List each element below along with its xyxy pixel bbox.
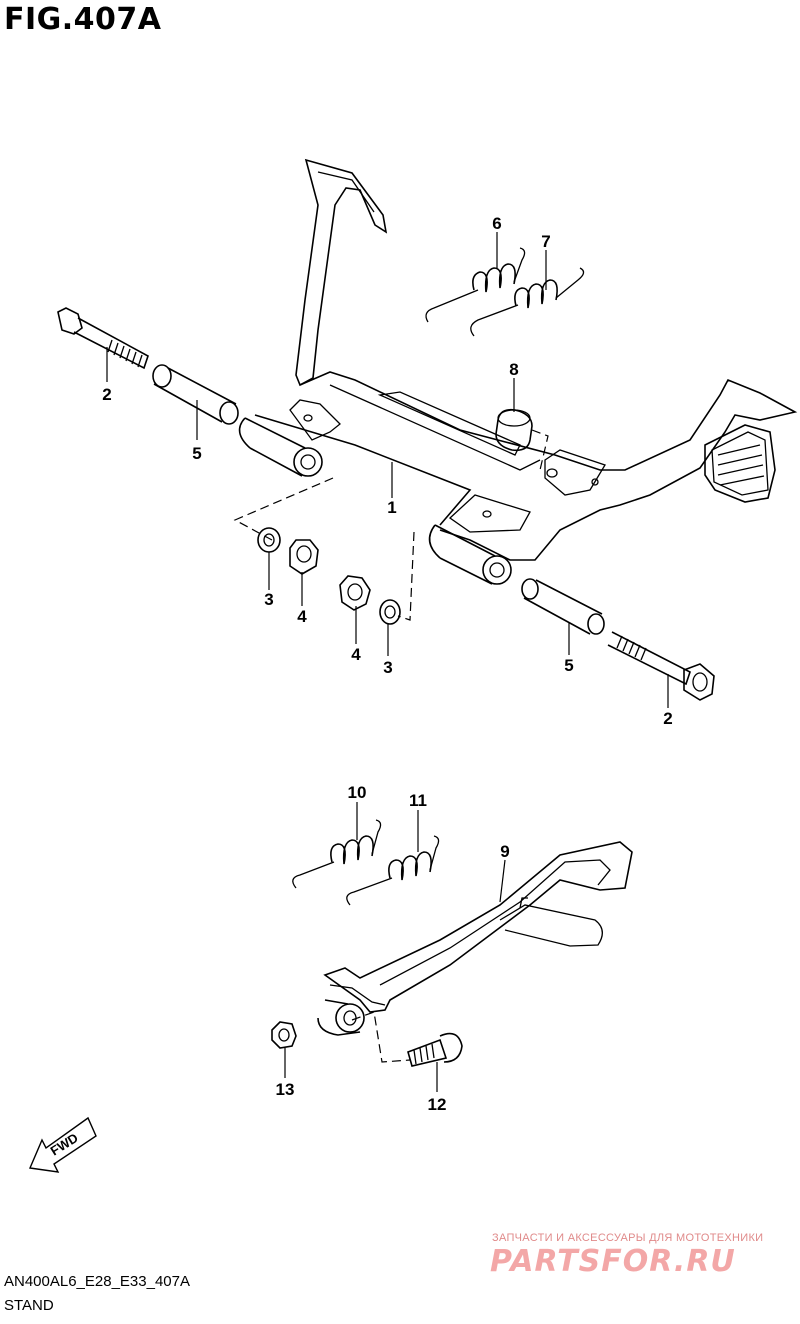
nut-part-4-right[interactable] bbox=[339, 575, 371, 611]
callout-12: 12 bbox=[428, 1095, 447, 1114]
callout-6: 6 bbox=[492, 214, 501, 233]
collar-part-5-right[interactable] bbox=[521, 578, 605, 635]
callout-5-right: 5 bbox=[564, 656, 573, 675]
collar-part-5-left[interactable] bbox=[152, 364, 239, 425]
callout-8: 8 bbox=[509, 360, 518, 379]
callout-5-left: 5 bbox=[192, 444, 201, 463]
spring-part-10[interactable] bbox=[292, 819, 382, 889]
forward-arrow-icon: FWD bbox=[28, 1116, 97, 1173]
callout-9: 9 bbox=[500, 842, 509, 861]
callout-1: 1 bbox=[387, 498, 396, 517]
callout-4-right: 4 bbox=[351, 645, 361, 664]
washer-part-3-right[interactable] bbox=[379, 599, 401, 625]
assembly-line-left bbox=[233, 477, 334, 541]
pivot-bolt-part-12[interactable] bbox=[407, 1032, 463, 1067]
figure-title: FIG.407A bbox=[4, 2, 162, 37]
washer-part-3-left[interactable] bbox=[257, 527, 281, 553]
callout-13: 13 bbox=[276, 1080, 295, 1099]
watermark-tagline: ЗАПЧАСТИ И АКСЕССУАРЫ ДЛЯ МОТОТЕХНИКИ bbox=[492, 1232, 764, 1244]
spring-part-6[interactable] bbox=[425, 247, 526, 323]
spring-part-11[interactable] bbox=[346, 835, 440, 906]
leader-lines bbox=[106, 232, 669, 1092]
assembly-line-right bbox=[397, 531, 415, 621]
bolt-part-2-right[interactable] bbox=[607, 631, 715, 701]
callout-3-left: 3 bbox=[264, 590, 273, 609]
callout-4-left: 4 bbox=[297, 607, 307, 626]
side-stand-part[interactable] bbox=[317, 841, 633, 1036]
assembly-line-bolt bbox=[351, 1011, 411, 1063]
callout-10: 10 bbox=[348, 783, 367, 802]
watermark-logo: PARTSFOR.RU bbox=[490, 1244, 736, 1279]
callout-2-right: 2 bbox=[663, 709, 672, 728]
spring-part-7[interactable] bbox=[470, 267, 585, 337]
nut-part-13[interactable] bbox=[271, 1021, 297, 1049]
assembly-line-stopper bbox=[531, 429, 549, 471]
callout-3-right: 3 bbox=[383, 658, 392, 677]
bolt-part-2-left[interactable] bbox=[57, 307, 149, 370]
callout-11: 11 bbox=[409, 791, 427, 810]
callout-2-left: 2 bbox=[102, 385, 111, 404]
nut-part-4-left[interactable] bbox=[289, 539, 319, 575]
callout-7: 7 bbox=[541, 232, 550, 251]
figure-code: AN400AL6_E28_E33_407A bbox=[4, 1273, 190, 1290]
figure-name: STAND bbox=[4, 1297, 54, 1314]
center-stand-part[interactable] bbox=[238, 158, 798, 585]
